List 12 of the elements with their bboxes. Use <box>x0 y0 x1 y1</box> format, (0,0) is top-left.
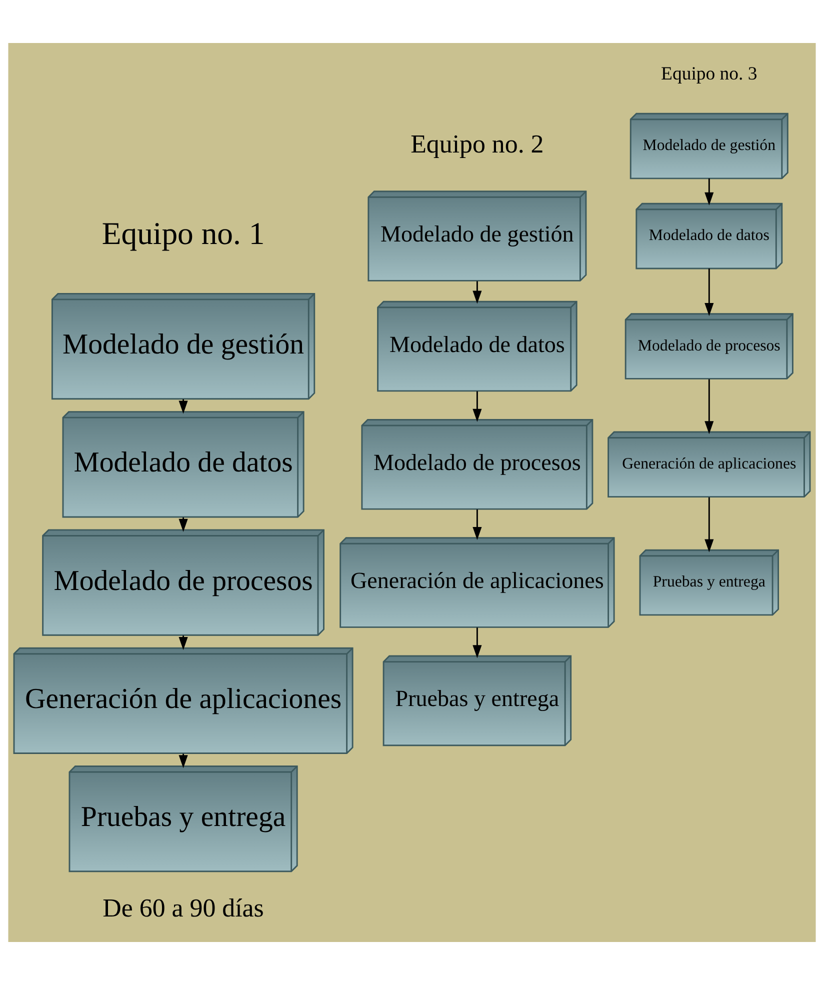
label: Equipo no. 3 <box>661 63 758 84</box>
label: Equipo no. 1 <box>102 216 265 251</box>
arrow <box>472 508 482 540</box>
arrow <box>704 268 714 316</box>
arrow <box>704 496 714 552</box>
label: De 60 a 90 días <box>102 893 264 922</box>
arrow <box>472 280 482 304</box>
label: Equipo no. 2 <box>410 128 544 158</box>
arrow <box>472 627 482 658</box>
arrow <box>704 178 714 205</box>
arrow <box>704 378 714 434</box>
arrow <box>472 390 482 422</box>
